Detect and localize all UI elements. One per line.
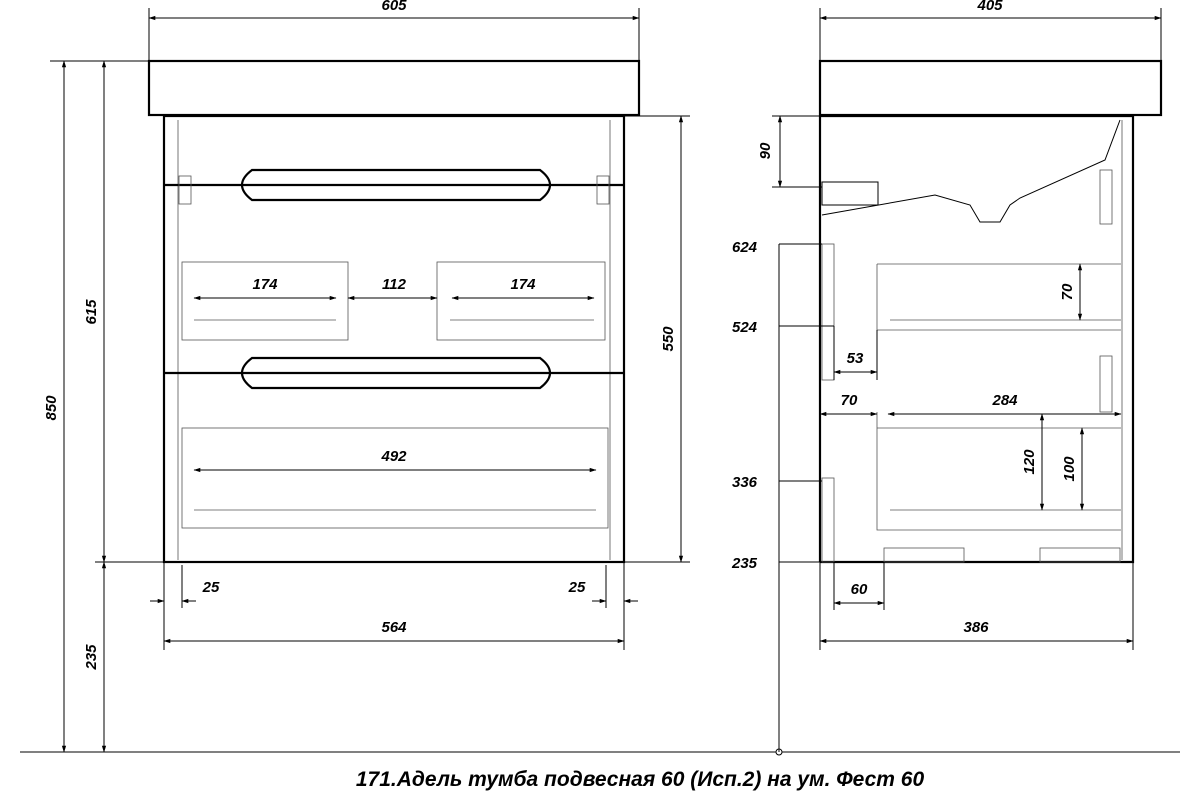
side-dim-70-vertical: 70	[1059, 283, 1076, 300]
front-lower-drawer-interior	[181, 427, 609, 529]
side-lower-rail	[821, 477, 835, 563]
front-dim-605: 605	[381, 0, 407, 14]
side-upper-slide	[1099, 169, 1113, 225]
side-dim-405: 405	[976, 0, 1003, 14]
side-dim-70-horizontal: 70	[841, 392, 858, 409]
side-level-524: 524	[732, 319, 758, 336]
front-view: 605 850 615 235 550 174 112 174 492	[43, 0, 690, 753]
front-countertop	[147, 59, 641, 117]
front-upper-hinge-left	[178, 175, 192, 205]
front-inner-drawer-left	[181, 261, 349, 341]
side-sink-profile	[821, 119, 1121, 223]
front-dim-492: 492	[380, 448, 407, 465]
side-dim-53: 53	[847, 350, 864, 367]
front-dim-850: 850	[43, 395, 60, 421]
side-countertop	[818, 59, 1163, 117]
side-dim-386: 386	[963, 619, 989, 636]
front-dim-25-right: 25	[568, 579, 586, 596]
front-upper-hinge-right	[596, 175, 610, 205]
side-dim-60: 60	[851, 581, 868, 598]
side-level-624: 624	[732, 239, 758, 256]
side-dim-120: 120	[1021, 449, 1038, 475]
front-dim-25-left: 25	[202, 579, 220, 596]
side-lower-drawer	[876, 412, 1121, 531]
front-dim-174-left: 174	[252, 276, 278, 293]
side-cabinet-body	[820, 114, 1135, 564]
side-upper-rail	[821, 243, 835, 381]
front-dim-550: 550	[660, 326, 677, 352]
front-dim-235: 235	[83, 644, 100, 671]
side-dim-90: 90	[757, 142, 774, 159]
front-inner-drawer-right	[436, 261, 606, 341]
side-lower-slide	[1099, 355, 1113, 413]
front-cabinet-body	[162, 114, 626, 564]
front-dim-112: 112	[382, 276, 407, 293]
front-dim-615: 615	[83, 299, 100, 325]
front-dim-174-right: 174	[510, 276, 536, 293]
side-level-235: 235	[731, 555, 758, 572]
front-upper-handle	[240, 168, 552, 202]
side-view: 405 90 624 524 336 235 70 53 70 284 120	[731, 0, 1163, 752]
side-dim-284: 284	[991, 392, 1018, 409]
side-siphon	[821, 181, 879, 206]
side-foot-front	[1039, 547, 1121, 563]
side-upper-drawer	[876, 263, 1121, 331]
front-dim-564: 564	[381, 619, 407, 636]
side-foot-rear	[883, 547, 965, 563]
front-lower-handle	[240, 356, 552, 390]
drawing-caption: 171.Адель тумба подвесная 60 (Исп.2) на …	[356, 768, 925, 791]
side-dim-100: 100	[1061, 456, 1078, 482]
side-level-336: 336	[732, 474, 758, 491]
